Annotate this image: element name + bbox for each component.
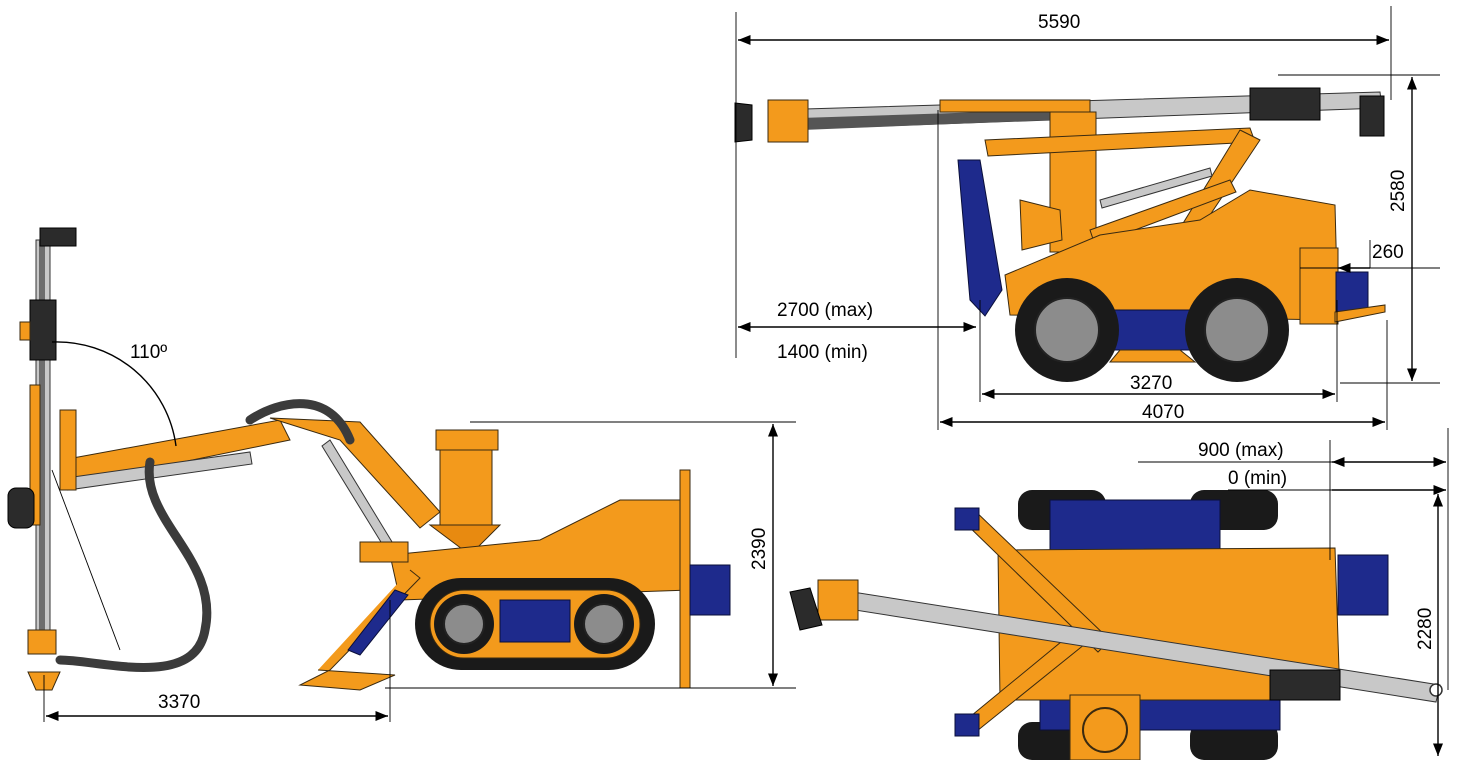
track (415, 578, 655, 670)
angle-label: 110º (130, 342, 167, 363)
wheelbase-dimension: 3270 (1130, 373, 1172, 394)
height-dimension: 2390 (749, 528, 770, 570)
tracked-side-view: 110º 3370 2390 (7, 227, 796, 722)
shift-min-dimension: 0 (min) (1228, 468, 1287, 489)
drill-mast (7, 227, 77, 691)
hose (55, 399, 355, 672)
shift-max-dimension: 900 (max) (1198, 440, 1284, 461)
height-dimension-wheeled: 2580 (1388, 170, 1409, 212)
outrigger (298, 569, 421, 691)
wheeled-body (1004, 189, 1386, 382)
reach-dimension: 3370 (158, 692, 200, 713)
wheeled-side-view: 5590 2580 260 2700 (max) 1400 (min) 3270… (734, 6, 1440, 430)
length-dimension: 5590 (1038, 12, 1080, 33)
offset-dimension: 260 (1372, 242, 1404, 263)
width-dimension: 2280 (1415, 608, 1436, 650)
boom (59, 409, 441, 561)
long-boom (734, 87, 1385, 143)
upper-structure (957, 111, 1261, 317)
boom-max-dimension: 2700 (max) (777, 300, 873, 321)
body-length-dimension: 4070 (1142, 402, 1184, 423)
top-view: 900 (max) 0 (min) 2280 (789, 428, 1449, 760)
boom-min-dimension: 1400 (min) (777, 342, 868, 363)
angle-arc (51, 341, 177, 447)
tracked-body (359, 429, 731, 689)
